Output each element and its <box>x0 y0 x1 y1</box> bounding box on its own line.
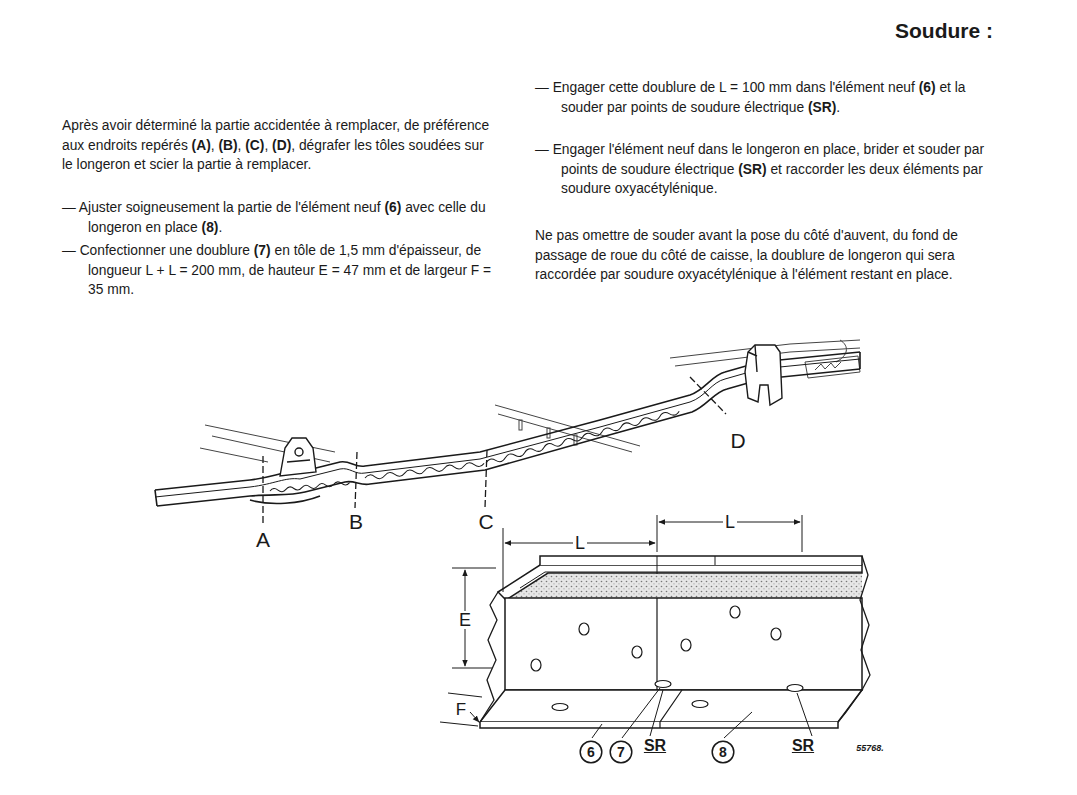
weld-seam <box>270 409 680 493</box>
instruction-paragraph: — Engager cette doublure de L = 100 mm d… <box>535 78 995 117</box>
instruction-paragraph: Après avoir déterminé la partie accident… <box>62 116 494 175</box>
leader-lines <box>592 688 812 738</box>
page-title: Soudure : <box>895 20 993 41</box>
figure-number: 55768. <box>856 744 884 753</box>
instruction-paragraph: Ne pas omettre de souder avant la pose d… <box>535 226 995 285</box>
callout-circle: 6 <box>579 740 603 764</box>
cut-letter: A <box>256 529 270 550</box>
weld-mark: SR <box>644 738 666 754</box>
callout-number: 6 <box>579 740 603 764</box>
cut-letter: B <box>349 511 363 532</box>
dimension-label: L <box>723 513 737 531</box>
dimension-label: F <box>454 701 468 718</box>
instruction-paragraph: — Engager l'élément neuf dans le longero… <box>535 140 995 199</box>
section-detail <box>480 556 870 728</box>
weld-mark: SR <box>792 738 814 754</box>
mount-brackets <box>280 345 782 476</box>
instruction-paragraph: — Ajuster soigneusement la partie de l'é… <box>62 198 494 237</box>
callout-circle: 8 <box>711 740 735 764</box>
dimension-lines <box>440 515 802 726</box>
cut-letter: D <box>730 430 745 451</box>
instruction-paragraph: — Confectionner une doublure (7) en tôle… <box>62 241 494 300</box>
dimension-label: E <box>457 611 473 629</box>
dimension-label: L <box>573 534 587 552</box>
cut-lines <box>263 377 726 526</box>
callout-number: 7 <box>609 740 633 764</box>
cut-letter: C <box>478 511 493 532</box>
callout-number: 8 <box>711 740 735 764</box>
callout-circle: 7 <box>609 740 633 764</box>
